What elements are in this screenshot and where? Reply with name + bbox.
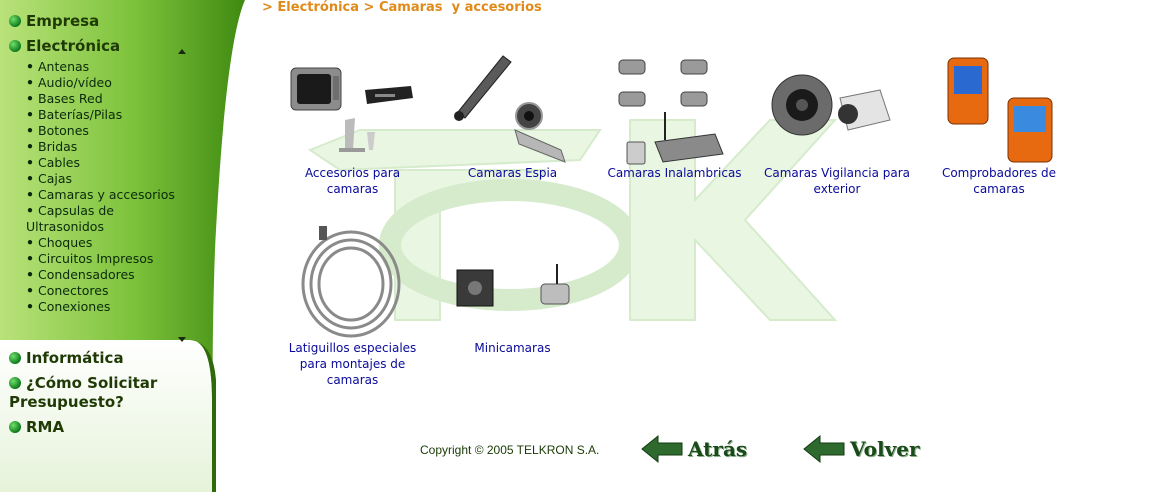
subcategory-label: Cables (38, 155, 80, 170)
bullet-icon: • (26, 171, 34, 186)
back-button-label: Atrás (688, 437, 748, 461)
product-link[interactable]: Accesorios para camaras (304, 166, 401, 196)
product-latiguillos-especiales[interactable]: Latiguillos especiales para montajes de … (280, 222, 425, 388)
subcategory-item[interactable]: • Cajas (26, 171, 184, 187)
product-link[interactable]: Comprobadores de camaras (941, 166, 1057, 196)
subcategory-item[interactable]: • Bridas (26, 139, 184, 155)
category-rma[interactable]: RMA (9, 418, 209, 437)
green-bullet-icon (9, 421, 21, 433)
product-camaras-espia[interactable]: Camaras Espia (440, 50, 585, 181)
copyright-text: Copyright © 2005 TELKRON S.A. (420, 443, 600, 457)
subcategory-label: Audio/vídeo (38, 75, 112, 90)
product-link[interactable]: Minicamaras (474, 341, 551, 355)
category-informatica[interactable]: Informática (9, 349, 209, 368)
subcategory-item[interactable]: •Capsulas de Ultrasonidos (26, 203, 184, 235)
product-link[interactable]: Camaras Inalambricas (607, 166, 742, 180)
back-button[interactable]: Atrás (640, 432, 747, 466)
bullet-icon: • (26, 155, 34, 170)
bullet-icon: • (26, 75, 34, 90)
watermark-logo-icon (307, 119, 838, 321)
product-accesorios-para-camaras[interactable]: Accesorios para camaras (280, 50, 425, 197)
subcategory-label: Bases Red (38, 91, 103, 106)
product-comprobadores-de-camaras[interactable]: Comprobadores de camaras (930, 50, 1068, 197)
subcategory-item[interactable]: • Botones (26, 123, 184, 139)
category-electronica[interactable]: Electrónica (9, 37, 209, 56)
subcategory-item[interactable]: • Camaras y accesorios (26, 187, 184, 203)
subcategory-list: • Antenas • Audio/vídeo • Bases Red • Baterías/… (26, 59, 184, 332)
category-label: Empresa (26, 12, 100, 30)
bullet-icon: • (26, 139, 34, 154)
bullet-icon: • (26, 283, 34, 298)
subcategory-item[interactable]: • Circuitos Impresos (26, 251, 184, 267)
subcategory-label: Baterías/Pilas (38, 107, 123, 122)
subcategory-label: Capsulas de Ultrasonidos (26, 203, 115, 234)
product-link[interactable]: Camaras Vigilancia para exterior (763, 166, 910, 196)
subcategory-label: Conexiones (38, 299, 111, 314)
bullet-icon: • (26, 203, 34, 218)
subcategory-label: Cajas (38, 171, 73, 186)
product-minicamaras[interactable]: Minicamaras (440, 222, 585, 356)
camera-tester-thumbnail-icon[interactable] (930, 50, 1068, 165)
bullet-icon: • (26, 91, 34, 106)
bullet-icon: • (26, 235, 34, 250)
subcategory-label: Bridas (38, 139, 78, 154)
category-label: Electrónica (26, 37, 121, 55)
green-bullet-icon (9, 352, 21, 364)
category-como-solicitar-presupuesto[interactable]: ¿Cómo Solicitar Presupuesto? (9, 374, 209, 412)
subcategory-label: Camaras y accesorios (38, 187, 175, 202)
subcategory-label: Botones (38, 123, 89, 138)
subcategory-label: Choques (38, 235, 93, 250)
subcategory-item[interactable]: • Choques (26, 235, 184, 251)
subcategory-label: Antenas (38, 59, 90, 74)
product-link[interactable]: Latiguillos especiales para montajes de … (288, 341, 417, 387)
breadcrumb[interactable]: > Electrónica > Camaras y accesorios (262, 0, 542, 15)
return-button-label: Volver (850, 437, 920, 461)
sidebar: Empresa Electrónica • Antenas • Audio/vídeo… (0, 0, 250, 492)
bullet-icon: • (26, 187, 34, 202)
mini-camera-thumbnail-icon[interactable] (443, 222, 583, 340)
scroll-down-arrow-icon[interactable] (178, 337, 186, 342)
green-bullet-icon (9, 377, 21, 389)
bullet-icon: • (26, 123, 34, 138)
subcategory-item[interactable]: • Bases Red (26, 91, 184, 107)
product-camaras-vigilancia-exterior[interactable]: Camaras Vigilancia para exterior (762, 50, 912, 197)
spy-camera-thumbnail-icon[interactable] (443, 50, 583, 165)
outdoor-camera-thumbnail-icon[interactable] (762, 50, 912, 165)
subcategory-item[interactable]: • Antenas (26, 59, 184, 75)
category-label: Informática (26, 349, 124, 367)
product-camaras-inalambricas[interactable]: Camaras Inalambricas (602, 50, 747, 181)
category-empresa[interactable]: Empresa (9, 12, 209, 31)
back-arrow-icon (641, 434, 683, 464)
subcategory-item[interactable]: • Cables (26, 155, 184, 171)
accessories-thumbnail-icon[interactable] (283, 50, 423, 165)
category-label: RMA (26, 418, 65, 436)
sidebar-background (0, 0, 245, 492)
product-link[interactable]: Camaras Espia (467, 166, 558, 180)
category-label: ¿Cómo Solicitar Presupuesto? (9, 374, 158, 411)
return-arrow-icon (803, 434, 845, 464)
subcategory-item[interactable]: • Baterías/Pilas (26, 107, 184, 123)
bullet-icon: • (26, 267, 34, 282)
bullet-icon: • (26, 251, 34, 266)
subcategory-label: Conectores (38, 283, 109, 298)
scroll-up-arrow-icon[interactable] (178, 49, 186, 54)
green-bullet-icon (9, 15, 21, 27)
subcategory-item[interactable]: • Conectores (26, 283, 184, 299)
subcategory-item[interactable]: • Condensadores (26, 267, 184, 283)
subcategory-label: Circuitos Impresos (38, 251, 154, 266)
subcategory-label: Condensadores (38, 267, 135, 282)
subcategory-item[interactable]: • Audio/vídeo (26, 75, 184, 91)
return-button[interactable]: Volver (802, 432, 920, 466)
green-bullet-icon (9, 40, 21, 52)
bullet-icon: • (26, 59, 34, 74)
cable-thumbnail-icon[interactable] (283, 222, 423, 340)
bullet-icon: • (26, 299, 34, 314)
wireless-camera-thumbnail-icon[interactable] (605, 50, 745, 165)
bullet-icon: • (26, 107, 34, 122)
subcategory-item[interactable]: • Conexiones (26, 299, 184, 315)
